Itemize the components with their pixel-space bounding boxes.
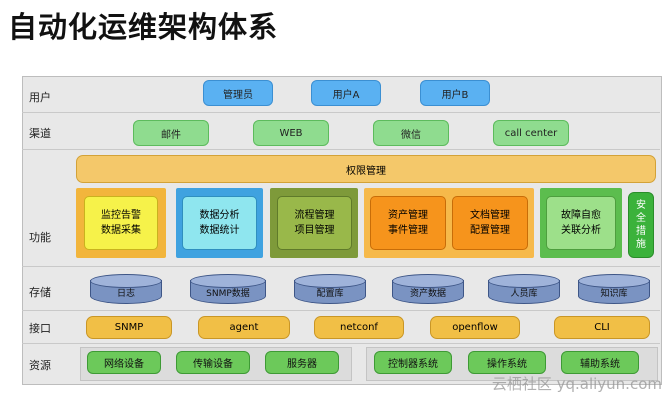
channel-callcenter[interactable]: call center <box>493 120 569 146</box>
storage-people[interactable]: 人员库 <box>488 274 560 304</box>
function-line: 数据统计 <box>199 225 240 236</box>
storage-label: 知识库 <box>600 289 628 299</box>
channel-wechat[interactable]: 微信 <box>373 120 449 146</box>
function-selfheal[interactable]: 故障自愈 关联分析 <box>546 196 616 250</box>
function-process[interactable]: 流程管理 项目管理 <box>277 196 352 250</box>
watermark: 云栖社区 yq.aliyun.com <box>491 375 662 393</box>
security-char: 全 <box>636 213 646 224</box>
row-separator <box>22 266 660 267</box>
interface-netconf[interactable]: netconf <box>314 316 404 339</box>
interface-openflow[interactable]: openflow <box>430 316 520 339</box>
function-line: 流程管理 <box>294 210 335 221</box>
security-measures[interactable]: 安 全 措 施 <box>628 192 654 258</box>
resource-controller[interactable]: 控制器系统 <box>374 351 452 374</box>
storage-knowledge[interactable]: 知识库 <box>578 274 650 304</box>
storage-label: 日志 <box>116 289 135 299</box>
resource-transport[interactable]: 传输设备 <box>176 351 250 374</box>
function-line: 文档管理 <box>470 210 510 221</box>
function-document[interactable]: 文档管理 配置管理 <box>452 196 528 250</box>
function-line: 关联分析 <box>561 225 601 236</box>
function-line: 项目管理 <box>294 225 335 236</box>
user-b[interactable]: 用户B <box>420 80 490 106</box>
user-a[interactable]: 用户A <box>311 80 381 106</box>
storage-asset[interactable]: 资产数据 <box>392 274 464 304</box>
row-separator <box>22 149 660 150</box>
storage-log[interactable]: 日志 <box>90 274 162 304</box>
resource-os[interactable]: 操作系统 <box>468 351 546 374</box>
function-monitoring[interactable]: 监控告警 数据采集 <box>84 196 158 250</box>
storage-label: 配置库 <box>316 289 344 299</box>
label-resources: 资源 <box>29 359 51 372</box>
function-asset[interactable]: 资产管理 事件管理 <box>370 196 446 250</box>
label-channels: 渠道 <box>29 127 51 140</box>
resource-auxiliary[interactable]: 辅助系统 <box>561 351 639 374</box>
storage-label: 资产数据 <box>409 289 446 299</box>
permission-management[interactable]: 权限管理 <box>76 155 656 183</box>
function-analysis[interactable]: 数据分析 数据统计 <box>182 196 257 250</box>
resource-network[interactable]: 网络设备 <box>87 351 161 374</box>
page-title: 自动化运维架构体系 <box>8 10 279 44</box>
channel-email[interactable]: 邮件 <box>133 120 209 146</box>
interface-cli[interactable]: CLI <box>554 316 650 339</box>
interface-snmp[interactable]: SNMP <box>86 316 172 339</box>
label-functions: 功能 <box>29 231 51 244</box>
resource-server[interactable]: 服务器 <box>265 351 339 374</box>
user-admin[interactable]: 管理员 <box>203 80 273 106</box>
security-char: 措 <box>636 226 646 237</box>
function-line: 故障自愈 <box>561 210 601 221</box>
security-char: 施 <box>636 239 646 250</box>
label-storage: 存储 <box>29 286 51 299</box>
function-line: 配置管理 <box>470 225 510 236</box>
interface-agent[interactable]: agent <box>198 316 290 339</box>
label-users: 用户 <box>29 91 51 104</box>
function-line: 数据采集 <box>101 225 141 236</box>
label-interfaces: 接口 <box>29 322 51 335</box>
row-separator <box>22 310 660 311</box>
function-line: 监控告警 <box>101 210 141 221</box>
function-line: 资产管理 <box>388 210 428 221</box>
storage-label: 人员库 <box>510 289 538 299</box>
storage-snmp[interactable]: SNMP数据 <box>190 274 266 304</box>
storage-label: SNMP数据 <box>206 289 250 299</box>
storage-config[interactable]: 配置库 <box>294 274 366 304</box>
row-separator <box>22 343 660 344</box>
row-separator <box>22 112 660 113</box>
security-char: 安 <box>636 200 646 211</box>
function-line: 事件管理 <box>388 225 428 236</box>
channel-web[interactable]: WEB <box>253 120 329 146</box>
function-line: 数据分析 <box>199 210 240 221</box>
